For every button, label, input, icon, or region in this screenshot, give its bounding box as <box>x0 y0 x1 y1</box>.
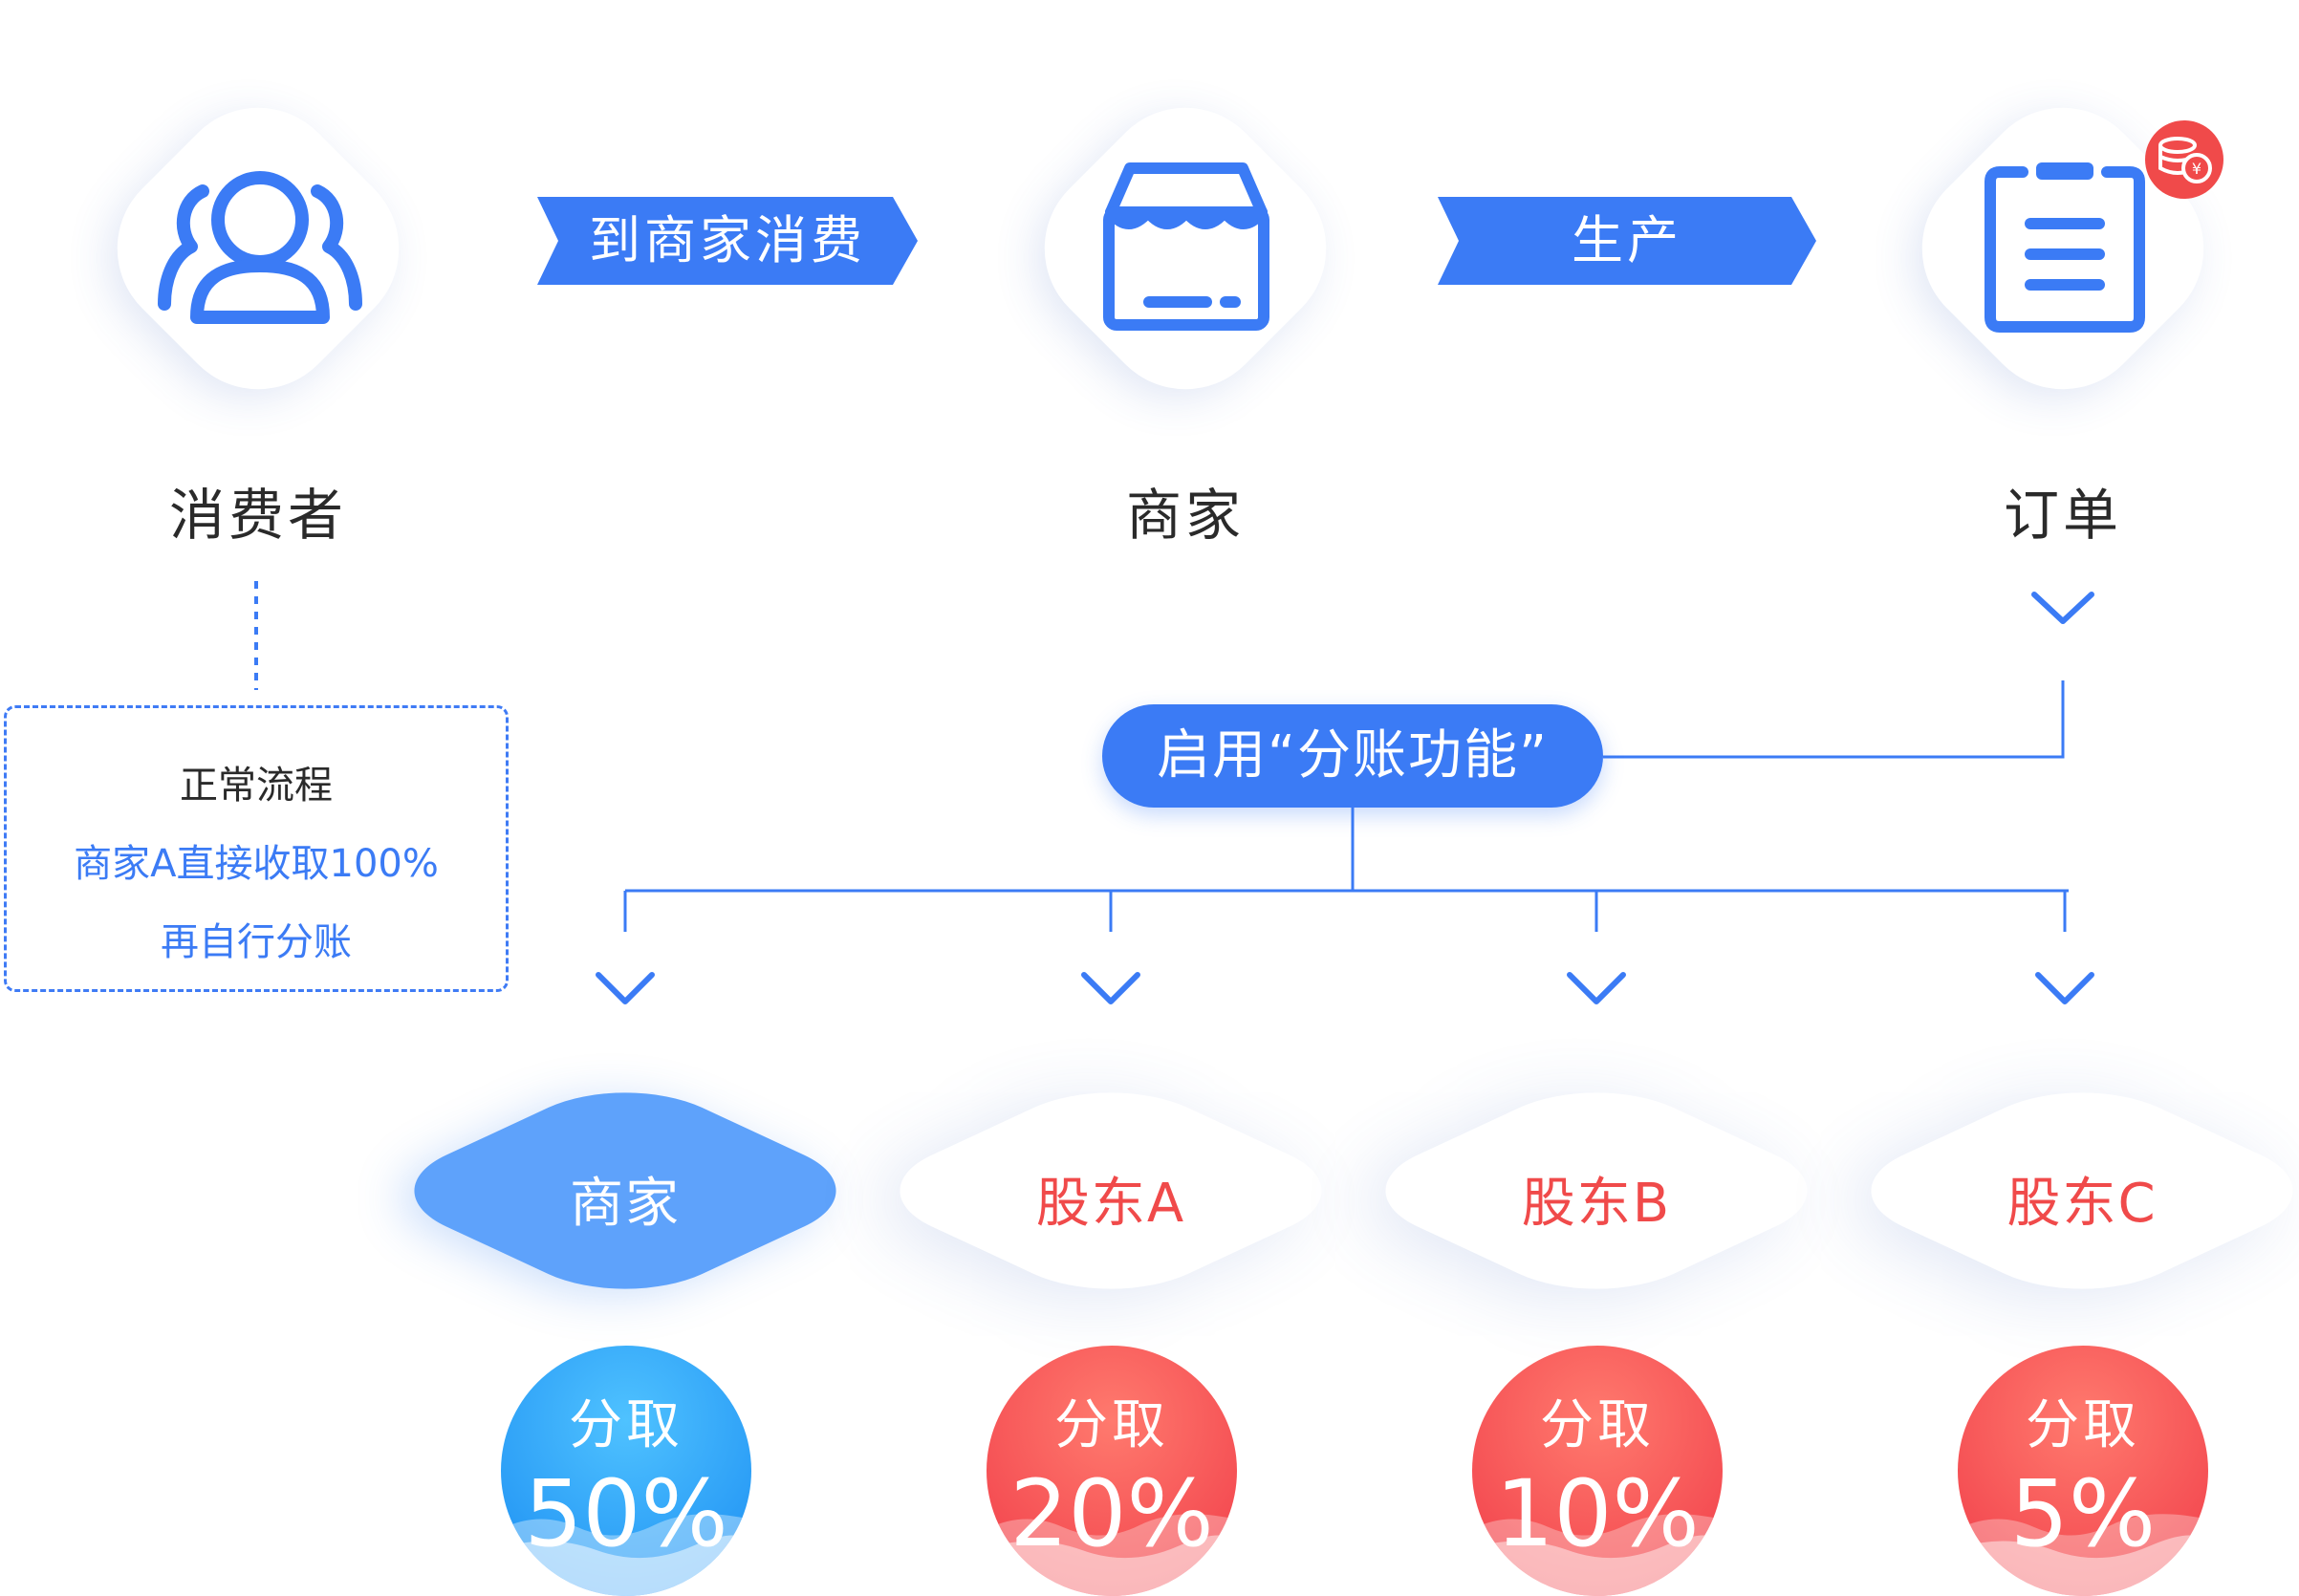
share-percent: 10% <box>1495 1460 1700 1567</box>
branch-chevron-2 <box>1081 972 1140 1004</box>
consumer-label: 消费者 <box>168 483 347 548</box>
share-circle-shareholder-a: 分取 20% <box>987 1346 1237 1596</box>
people-icon <box>158 171 362 324</box>
wave-decoration <box>987 1514 1237 1596</box>
order-label: 订单 <box>2003 483 2122 548</box>
wave-decoration <box>1958 1514 2208 1596</box>
share-percent: 20% <box>1009 1460 1214 1567</box>
share-circle-merchant: 分取 50% <box>501 1346 751 1596</box>
produce-arrow: 生产 <box>1438 197 1816 285</box>
branch-chevron-1 <box>596 972 655 1004</box>
share-take-label: 分取 <box>569 1394 683 1456</box>
coins-yuan-icon: ¥ <box>2145 120 2223 199</box>
share-percent: 5% <box>2009 1460 2157 1567</box>
recipient-name-shareholder-b: 股东B <box>1521 1173 1672 1235</box>
produce-arrow-label: 生产 <box>1572 210 1682 270</box>
enable-split-button[interactable]: 启用“分账功能” <box>1102 704 1603 808</box>
share-take-label: 分取 <box>1540 1394 1655 1456</box>
recipient-name-shareholder-a: 股东A <box>1035 1173 1186 1235</box>
clipboard-icon <box>1985 162 2145 333</box>
branch-chevron-4 <box>2035 972 2094 1004</box>
merchant-label: 商家 <box>1125 483 1245 548</box>
wave-decoration <box>1472 1514 1723 1596</box>
share-percent: 50% <box>524 1460 728 1567</box>
wave-decoration <box>501 1514 751 1596</box>
consume-arrow: 到商家消费 <box>537 197 918 285</box>
share-take-label: 分取 <box>1054 1394 1169 1456</box>
share-circle-shareholder-b: 分取 10% <box>1472 1346 1723 1596</box>
normal-flow-line1: 商家A直接收取100% <box>74 842 439 886</box>
store-icon <box>1103 162 1269 331</box>
normal-flow-box: 正常流程 商家A直接收取100% 再自行分账 <box>4 705 509 992</box>
recipient-name-merchant: 商家 <box>570 1173 681 1235</box>
svg-text:¥: ¥ <box>2192 160 2201 178</box>
branch-chevron-3 <box>1567 972 1626 1004</box>
consume-arrow-label: 到商家消费 <box>589 210 866 270</box>
order-chevron <box>2031 592 2094 624</box>
share-take-label: 分取 <box>2026 1394 2140 1456</box>
share-circle-shareholder-c: 分取 5% <box>1958 1346 2208 1596</box>
recipient-name-shareholder-c: 股东C <box>2006 1173 2158 1235</box>
order-to-split-line <box>1603 680 2065 759</box>
normal-flow-title: 正常流程 <box>180 764 333 808</box>
normal-flow-line2: 再自行分账 <box>161 920 352 964</box>
